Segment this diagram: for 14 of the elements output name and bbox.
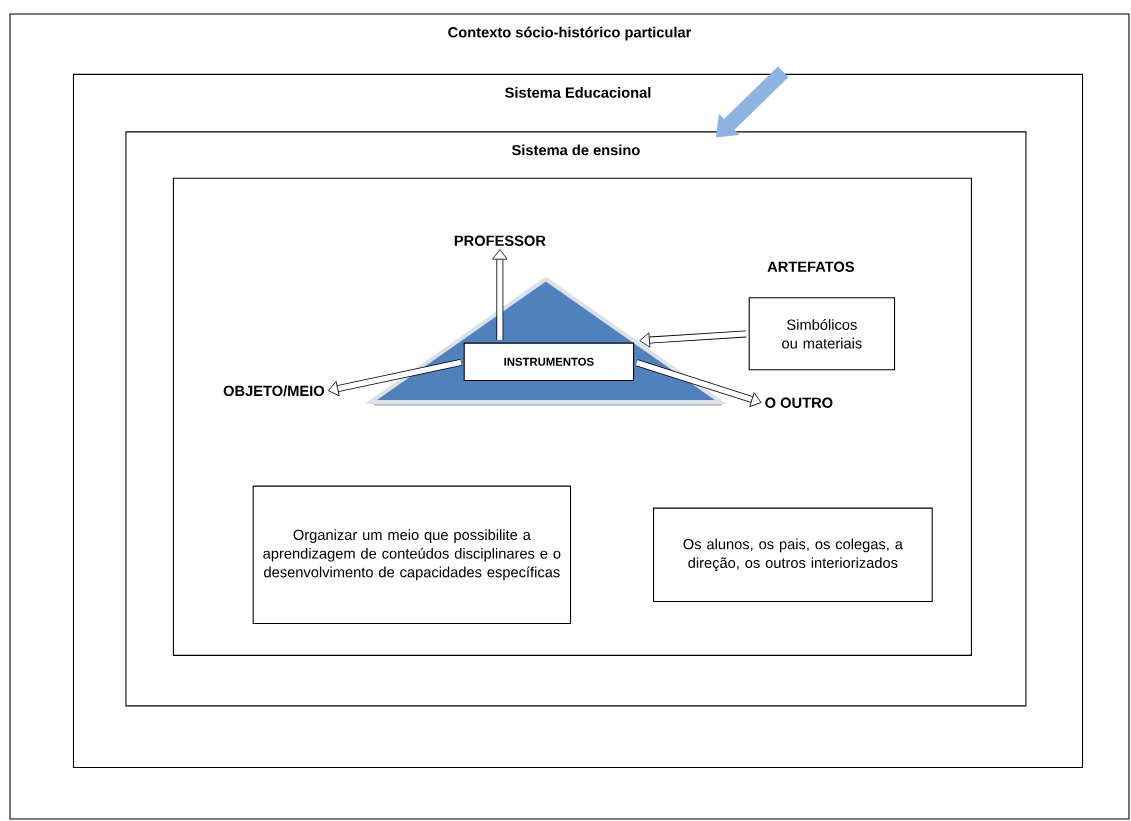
corner-label: O OUTRO bbox=[765, 397, 833, 408]
block-arrow bbox=[492, 249, 508, 340]
label-box: INSTRUMENTOS bbox=[463, 342, 635, 381]
node-label: ARTEFATOS bbox=[767, 261, 855, 272]
corner-label: PROFESSOR bbox=[454, 235, 546, 246]
corner-label: OBJETO/MEIO bbox=[223, 385, 325, 397]
block-arrow bbox=[639, 330, 747, 348]
text-box: Os alunos, os pais, os colegas, a direção, os outros interiorizados bbox=[653, 507, 933, 602]
block-arrow bbox=[635, 359, 762, 407]
empty-box bbox=[172, 177, 972, 656]
text-box: Organizar um meio que possibilite a aprendizagem de conteúdos disciplinares e o desenvolvimento de capacidades específicas bbox=[252, 485, 572, 624]
block-arrow bbox=[716, 66, 789, 138]
text-box: ARTEFATOS Simbólicos ou materiais bbox=[748, 261, 896, 371]
block-arrow bbox=[327, 358, 462, 397]
